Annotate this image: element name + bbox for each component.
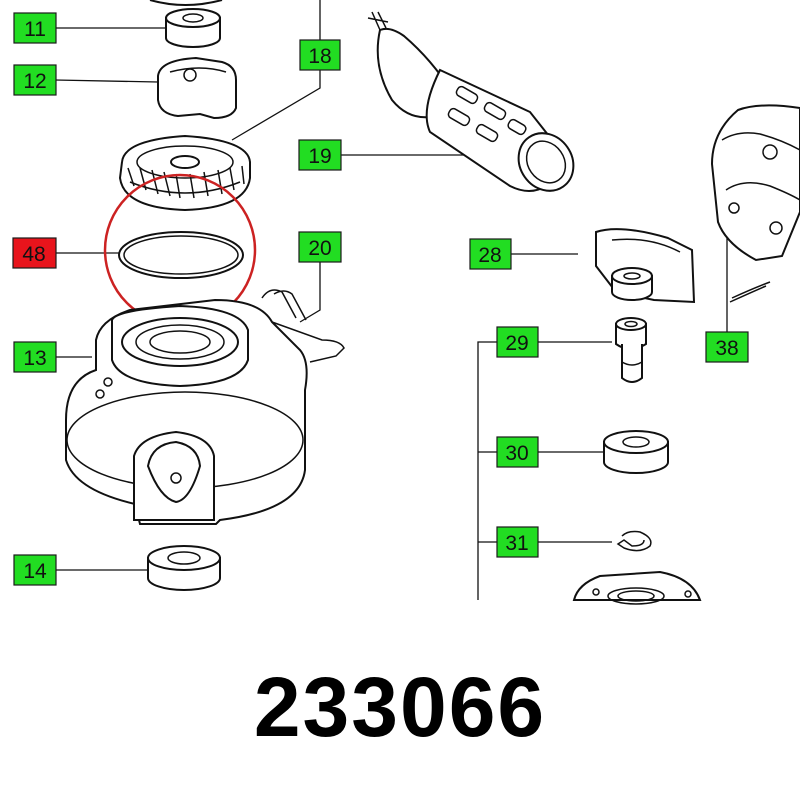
callout-13[interactable]: 13 xyxy=(13,341,57,373)
callout-38[interactable]: 38 xyxy=(705,331,749,363)
callout-31[interactable]: 31 xyxy=(496,526,539,558)
top-partial-part xyxy=(149,0,223,6)
callout-14-text: 14 xyxy=(23,560,47,583)
callout-19[interactable]: 19 xyxy=(298,139,342,171)
callout-38-text: 38 xyxy=(715,337,738,360)
cover-28-drawing xyxy=(595,228,696,304)
side-handle-19-drawing xyxy=(367,11,575,192)
callout-29[interactable]: 29 xyxy=(496,326,539,358)
flange-drawing xyxy=(572,570,702,605)
callout-18-text: 18 xyxy=(308,45,331,68)
callout-20-text: 20 xyxy=(308,237,331,260)
callout-30[interactable]: 30 xyxy=(496,436,539,468)
callout-14[interactable]: 14 xyxy=(13,554,57,586)
callout-48-text: 48 xyxy=(22,243,45,266)
bushing-29-drawing xyxy=(615,317,647,383)
callout-13-text: 13 xyxy=(23,347,46,370)
callout-11[interactable]: 11 xyxy=(13,12,57,44)
o-ring-48-drawing xyxy=(118,231,244,279)
callout-18[interactable]: 18 xyxy=(299,39,341,71)
bearing-14-drawing xyxy=(147,545,221,591)
bearing-30-drawing xyxy=(603,430,669,474)
callout-29-text: 29 xyxy=(505,332,528,355)
callout-19-text: 19 xyxy=(308,145,331,168)
leader-lines xyxy=(54,0,728,600)
motor-housing-38-drawing xyxy=(710,104,800,303)
callout-28-text: 28 xyxy=(478,244,501,267)
snap-ring-31-drawing xyxy=(616,530,652,552)
bearing-11-drawing xyxy=(165,8,221,48)
part-number: 233066 xyxy=(253,660,547,754)
bevel-gear-18-drawing xyxy=(118,134,251,212)
callout-12[interactable]: 12 xyxy=(13,64,57,96)
callout-11-text: 11 xyxy=(24,18,46,41)
callout-31-text: 31 xyxy=(505,532,528,555)
callout-28[interactable]: 28 xyxy=(469,238,512,270)
callout-30-text: 30 xyxy=(505,442,528,465)
gear-housing-13-drawing xyxy=(65,289,345,525)
clamp-12-drawing xyxy=(157,56,237,120)
callout-12-text: 12 xyxy=(23,70,46,93)
callout-20[interactable]: 20 xyxy=(298,231,342,263)
callout-48[interactable]: 48 xyxy=(12,237,57,269)
